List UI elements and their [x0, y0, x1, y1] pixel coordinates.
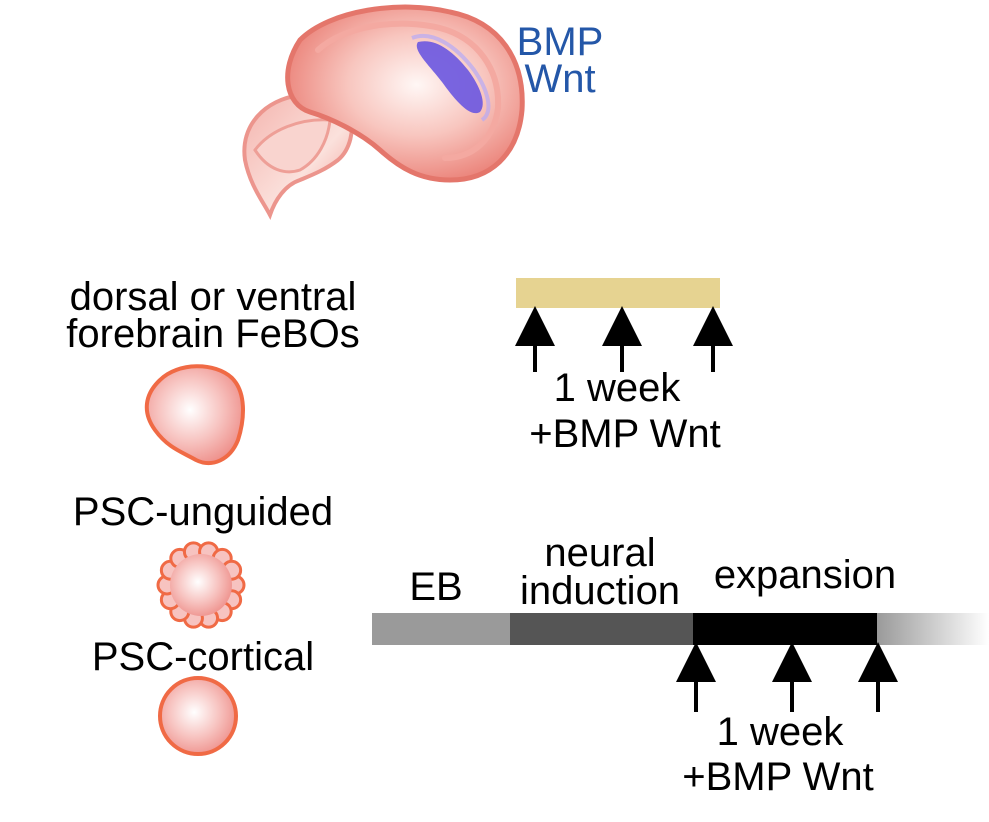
febo-feeding-arrows — [515, 306, 733, 372]
febo-label-line2: forebrain FeBOs — [66, 312, 359, 356]
fetal-brain-illustration — [242, 4, 525, 221]
bmp-wnt-region — [416, 41, 483, 114]
stage-bar-tail — [877, 613, 989, 645]
stage-label-expansion: expansion — [714, 553, 896, 597]
febo-label-line1: dorsal or ventral — [70, 275, 357, 319]
cerebrum-shape — [285, 4, 525, 183]
brainstem-fold — [253, 118, 332, 174]
stage-bar-expansion — [693, 613, 877, 645]
febo-culture-bar — [516, 278, 720, 308]
stage-bar-eb — [372, 613, 510, 645]
febo-treatment-label: +BMP Wnt — [529, 412, 721, 456]
brain-signal-label-wnt: Wnt — [524, 57, 595, 101]
psc-duration-label: 1 week — [717, 710, 845, 754]
stage-bar-neural-induction — [510, 613, 693, 645]
psc-feeding-arrows — [676, 642, 898, 712]
febo-duration-label: 1 week — [554, 366, 682, 410]
stage-label-eb: EB — [409, 565, 462, 609]
cortical-label: PSC-cortical — [92, 635, 314, 679]
unguided-organoid — [156, 541, 246, 629]
organoid-core — [170, 554, 232, 616]
psc-timeline-bar — [372, 613, 989, 645]
brain-signal-label-bmp: BMP — [517, 20, 604, 64]
unguided-label: PSC-unguided — [73, 490, 333, 534]
bmp-wnt-region-halo — [411, 34, 491, 122]
psc-treatment-label: +BMP Wnt — [682, 755, 874, 799]
cortical-organoid — [158, 676, 238, 756]
stage-label-induction: induction — [520, 569, 680, 613]
cerebrum-inner-contour — [315, 20, 502, 161]
stage-label-neural: neural — [544, 531, 655, 575]
febo-organoid — [144, 364, 245, 466]
